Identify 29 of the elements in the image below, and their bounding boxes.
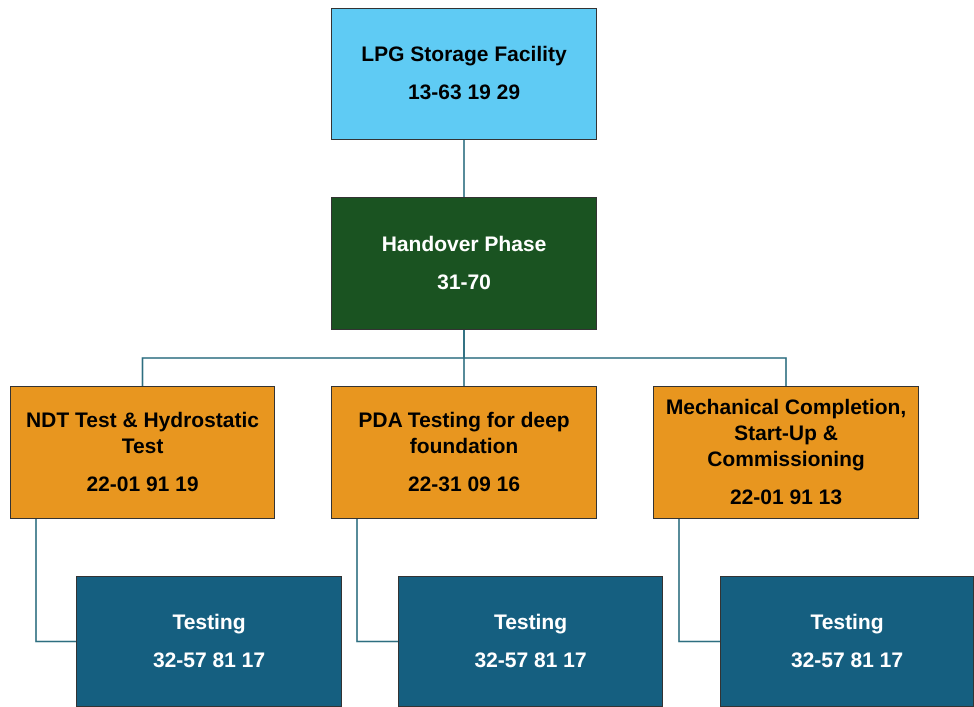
node-title: LPG Storage Facility bbox=[361, 42, 567, 68]
connector-line bbox=[35, 519, 76, 642]
testing-box bbox=[720, 576, 974, 707]
node-title: Testing bbox=[810, 610, 884, 636]
node-code: 32-57 81 17 bbox=[152, 648, 266, 674]
node-code: 22-01 91 13 bbox=[730, 484, 842, 510]
node-code: 22-01 91 19 bbox=[86, 472, 199, 498]
phase-box bbox=[331, 197, 597, 330]
test-box bbox=[653, 386, 919, 519]
testing-box bbox=[76, 576, 342, 707]
testing-box bbox=[398, 576, 663, 707]
connector-line bbox=[463, 330, 787, 386]
node-code: 32-57 81 17 bbox=[790, 648, 904, 674]
node-title: Testing bbox=[494, 610, 568, 636]
node-title: Handover Phase bbox=[382, 232, 546, 258]
node-title: Testing bbox=[172, 610, 246, 636]
test-box bbox=[331, 386, 597, 519]
node-code: 22-31 09 16 bbox=[408, 472, 520, 498]
connector-line bbox=[463, 140, 465, 197]
node-title: Mechanical Completion, Start-Up & Commissioning bbox=[664, 394, 908, 472]
node-code: 13-63 19 29 bbox=[408, 80, 520, 106]
node-title: PDA Testing for deep foundation bbox=[357, 408, 571, 460]
node-title: NDT Test & Hydrostatic Test bbox=[25, 408, 260, 460]
node-code: 31-70 bbox=[437, 270, 491, 296]
test-box bbox=[10, 386, 275, 519]
facility-box bbox=[331, 8, 597, 140]
connector-line bbox=[678, 519, 720, 642]
node-code: 32-57 81 17 bbox=[474, 648, 587, 674]
connector-line bbox=[356, 519, 398, 642]
